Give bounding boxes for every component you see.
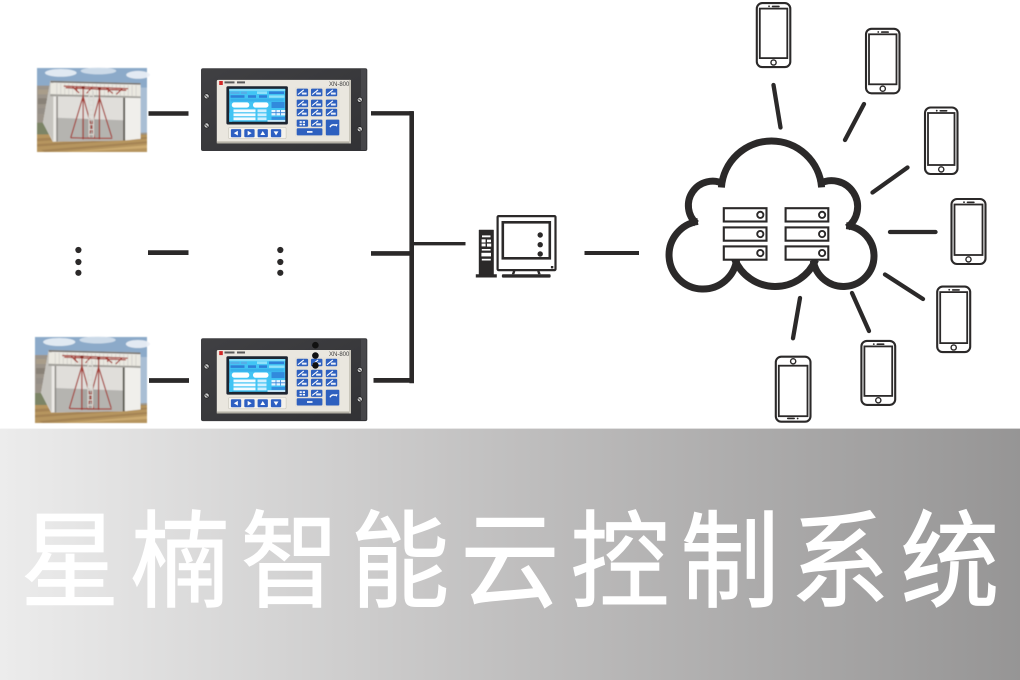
svg-text:XN-800: XN-800 bbox=[329, 352, 350, 358]
svg-text:XN-800: XN-800 bbox=[329, 82, 350, 88]
